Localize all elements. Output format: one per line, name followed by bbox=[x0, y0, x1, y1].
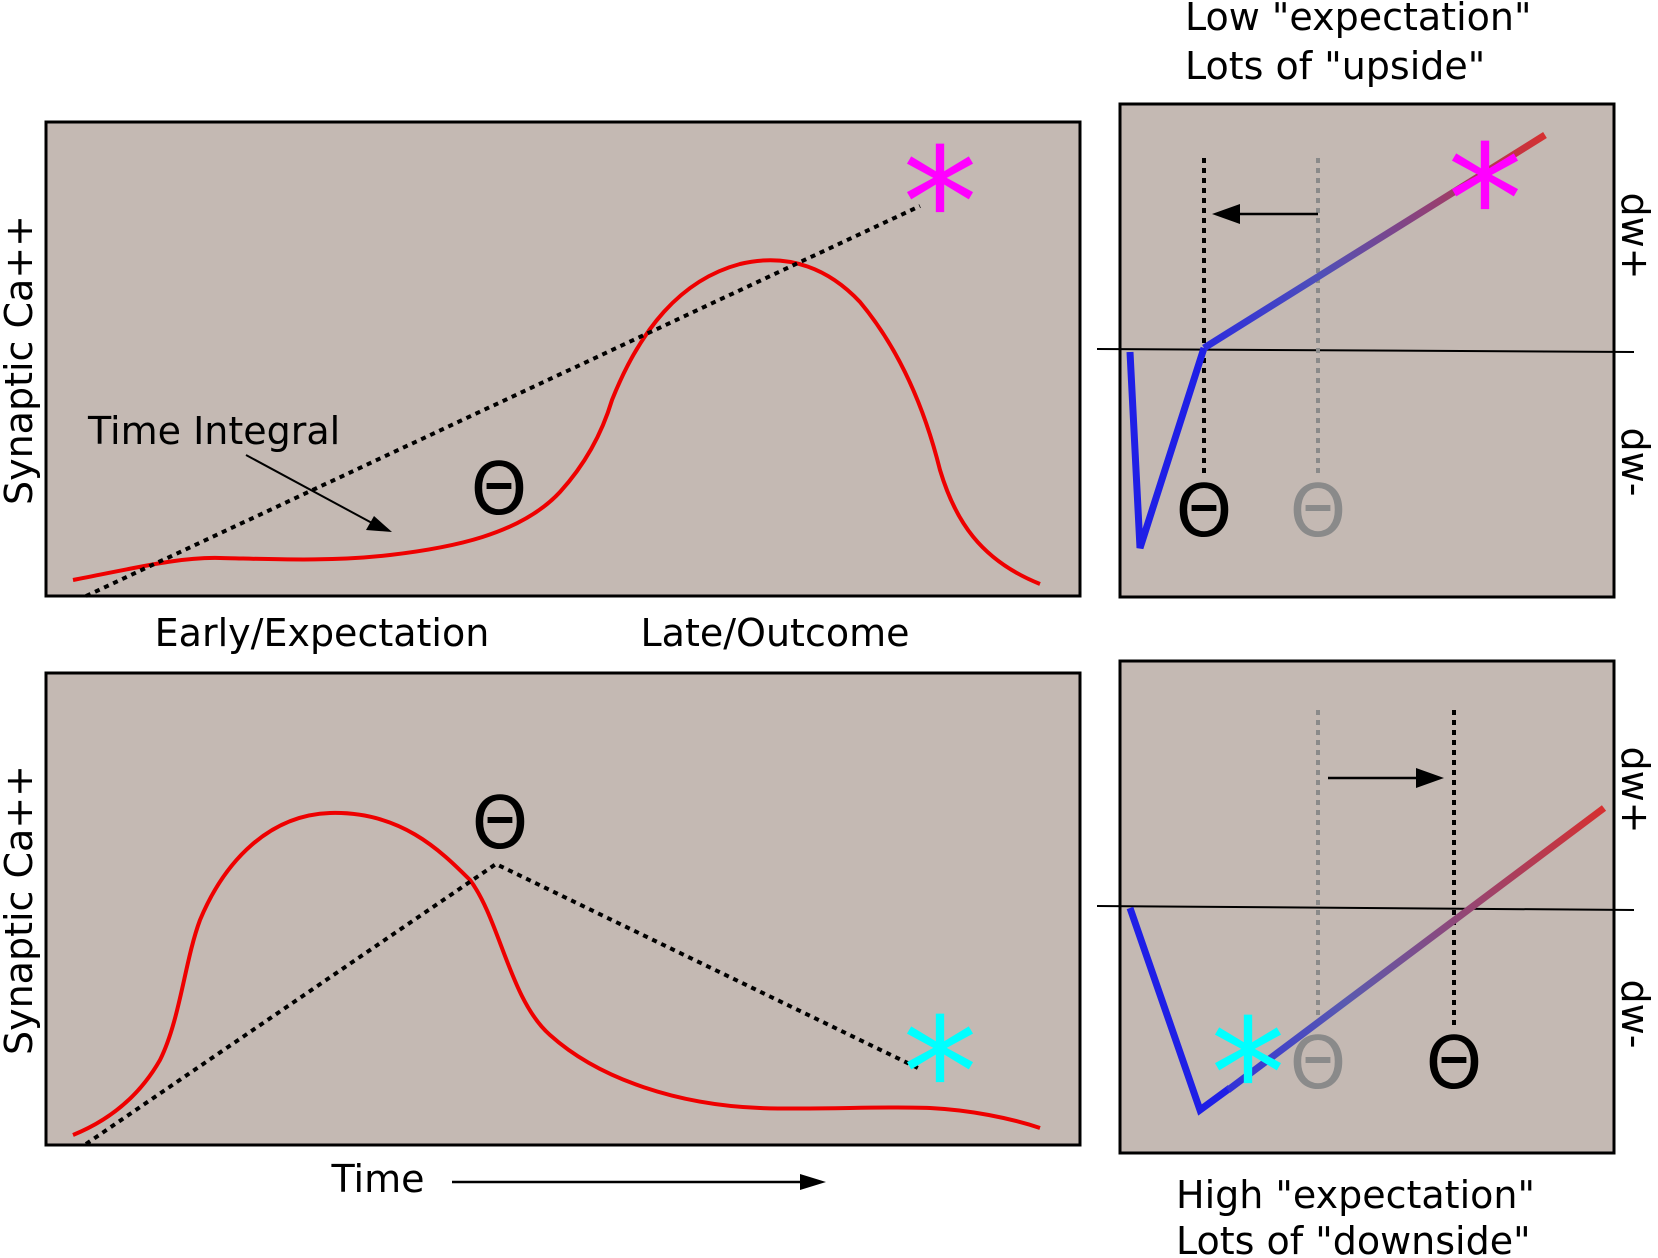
dw-curve-positive-top bbox=[1202, 132, 1547, 351]
theta-bottom-left: Θ bbox=[472, 781, 529, 865]
dw-curve-positive-bottom bbox=[1225, 805, 1607, 1093]
magenta-star-top-right: * bbox=[1448, 114, 1523, 288]
dw-curve-negative-top bbox=[1126, 346, 1208, 550]
calcium-curve-top bbox=[72, 258, 1041, 586]
calcium-curve-bottom bbox=[72, 810, 1041, 1137]
xlabel-late: Late/Outcome bbox=[641, 611, 910, 655]
caption-low-expectation: Low "expectation" bbox=[1185, 0, 1531, 39]
cyan-star-bottom-left: * bbox=[903, 987, 978, 1161]
dw-minus-bottom: dw- bbox=[1613, 980, 1657, 1049]
bottom-left-panel bbox=[44, 671, 1082, 1147]
ylabel-top-left: Synaptic Ca++ bbox=[0, 215, 41, 505]
dw-curve-negative-bottom bbox=[1126, 906, 1233, 1116]
time-integral-line-top bbox=[85, 204, 921, 598]
theta-old-top-right: Θ bbox=[1290, 469, 1347, 553]
zero-axis-bottom bbox=[1096, 905, 1635, 911]
caption-high-expectation: High "expectation" bbox=[1176, 1173, 1535, 1217]
xlabel-time: Time bbox=[331, 1157, 425, 1201]
xlabel-early: Early/Expectation bbox=[155, 611, 490, 655]
dw-plus-bottom: dw+ bbox=[1613, 746, 1657, 833]
top-right-panel bbox=[1096, 102, 1635, 599]
dw-minus-top: dw- bbox=[1613, 428, 1657, 497]
magenta-star-top-left: * bbox=[903, 117, 978, 291]
bottom-left-panel-frame bbox=[44, 671, 1082, 1147]
time-integral-line-bottom bbox=[84, 861, 921, 1146]
caption-lots-downside: Lots of "downside" bbox=[1176, 1219, 1531, 1258]
bottom-right-panel bbox=[1096, 659, 1635, 1155]
zero-axis-top bbox=[1096, 348, 1635, 353]
time-integral-label: Time Integral bbox=[87, 409, 340, 453]
time-integral-pointer-head bbox=[366, 516, 392, 532]
theta-old-bottom-right: Θ bbox=[1290, 1021, 1347, 1105]
time-integral-pointer bbox=[245, 454, 373, 524]
cyan-star-bottom-right: * bbox=[1211, 988, 1286, 1162]
ylabel-bottom-left: Synaptic Ca++ bbox=[0, 765, 41, 1055]
theta-top-left: Θ bbox=[471, 447, 528, 531]
dw-plus-top: dw+ bbox=[1613, 192, 1657, 279]
theta-new-bottom-right: Θ bbox=[1426, 1021, 1483, 1105]
theta-new-top-right: Θ bbox=[1176, 469, 1233, 553]
shift-arrow-bottom-head bbox=[1416, 768, 1444, 788]
time-arrow-head bbox=[800, 1174, 826, 1190]
top-left-panel-frame bbox=[44, 120, 1082, 598]
caption-lots-upside: Lots of "upside" bbox=[1185, 44, 1485, 88]
top-left-panel bbox=[44, 120, 1082, 598]
shift-arrow-top-head bbox=[1212, 204, 1240, 224]
